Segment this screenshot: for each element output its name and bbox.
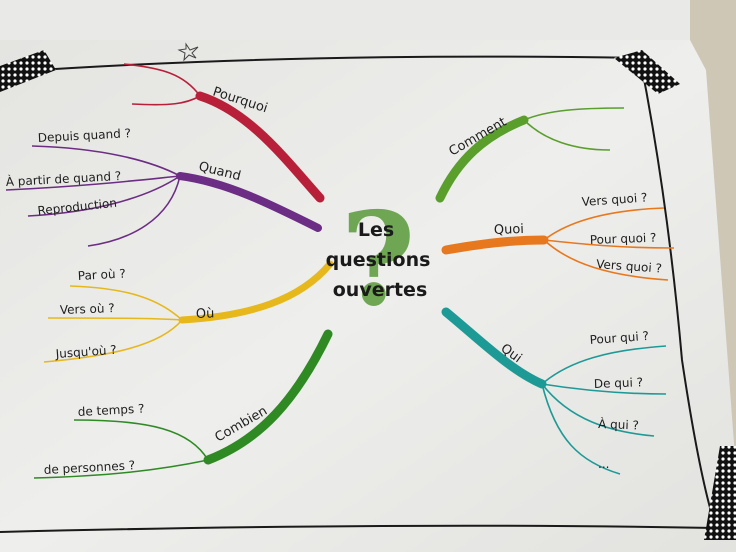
comment-main-branch <box>435 115 529 203</box>
qui-sub-stroke <box>541 345 667 385</box>
qui-sub-stroke <box>541 383 667 395</box>
ou-sub-label: Jusqu'où ? <box>54 343 117 361</box>
qui-sub-stroke <box>541 383 655 437</box>
pourquoi-sub-stroke <box>123 63 201 97</box>
combien-sub-stroke <box>33 459 209 479</box>
combien-sub-label: de temps ? <box>77 402 144 419</box>
combien-main-branch <box>203 329 333 465</box>
quoi-sub-label: Vers quoi ? <box>581 190 648 209</box>
pourquoi-sub-stroke <box>131 95 201 106</box>
ou-sub-label: Par où ? <box>77 267 126 283</box>
corner-tape-bottom-right <box>704 446 736 540</box>
center-title-line: ouvertes <box>333 279 428 301</box>
quoi-sub-label: Vers quoi ? <box>596 257 663 276</box>
center-title-line: questions <box>326 249 431 271</box>
qui-sub-label: ... <box>598 457 609 471</box>
quoi-label: Quoi <box>494 222 525 238</box>
quand-sub-stroke <box>5 175 181 191</box>
quoi-sub-stroke <box>543 207 665 241</box>
ou-sub-stroke <box>47 317 183 321</box>
page-frame <box>0 55 718 533</box>
branch-ou: Où Par où ? Vers où ? Jusqu'où ? <box>43 260 334 363</box>
qui-sub-label: À qui ? <box>598 416 639 432</box>
center-title-line: Les <box>358 219 394 241</box>
ou-sub-label: Vers où ? <box>60 301 115 317</box>
quoi-sub-stroke <box>543 239 669 281</box>
quand-sub-stroke <box>27 175 181 217</box>
quoi-sub-stroke <box>543 239 675 249</box>
quand-sub-label: Depuis quand ? <box>37 126 131 145</box>
quand-sub-stroke <box>31 145 181 177</box>
comment-sub-stroke <box>523 107 625 121</box>
combien-sub-label: de personnes ? <box>43 458 135 477</box>
quand-sub-label: À partir de quand ? <box>5 168 121 189</box>
ou-label: Où <box>196 306 215 322</box>
comment-sub-stroke <box>523 119 611 151</box>
qui-sub-label: Pour qui ? <box>589 329 649 347</box>
quoi-sub-label: Pour quoi ? <box>590 231 657 247</box>
qui-main-branch <box>441 307 547 389</box>
qui-sub-stroke <box>541 383 621 475</box>
star-doodle <box>177 42 199 62</box>
quand-sub-stroke <box>87 175 181 247</box>
combien-sub-stroke <box>73 419 209 461</box>
ou-sub-stroke <box>69 285 183 321</box>
quand-main-branch <box>176 172 322 232</box>
question-mark-icon: ? <box>341 185 416 335</box>
paper-sheet <box>0 40 736 552</box>
branch-quoi: Quoi Vers quoi ? Pour quoi ? Vers quoi ? <box>441 190 675 281</box>
corner-tape-top-left <box>0 50 56 92</box>
pourquoi-main-branch <box>195 91 325 203</box>
corner-tape-top-right <box>614 50 680 94</box>
ou-main-branch <box>178 260 334 324</box>
ou-sub-stroke <box>43 319 183 363</box>
qui-sub-label: De qui ? <box>594 375 644 391</box>
quoi-main-branch <box>441 235 549 255</box>
center-node: ? Les questions ouvertes <box>326 185 431 335</box>
branch-qui: Qui Pour qui ? De qui ? À qui ? ... <box>441 307 667 475</box>
